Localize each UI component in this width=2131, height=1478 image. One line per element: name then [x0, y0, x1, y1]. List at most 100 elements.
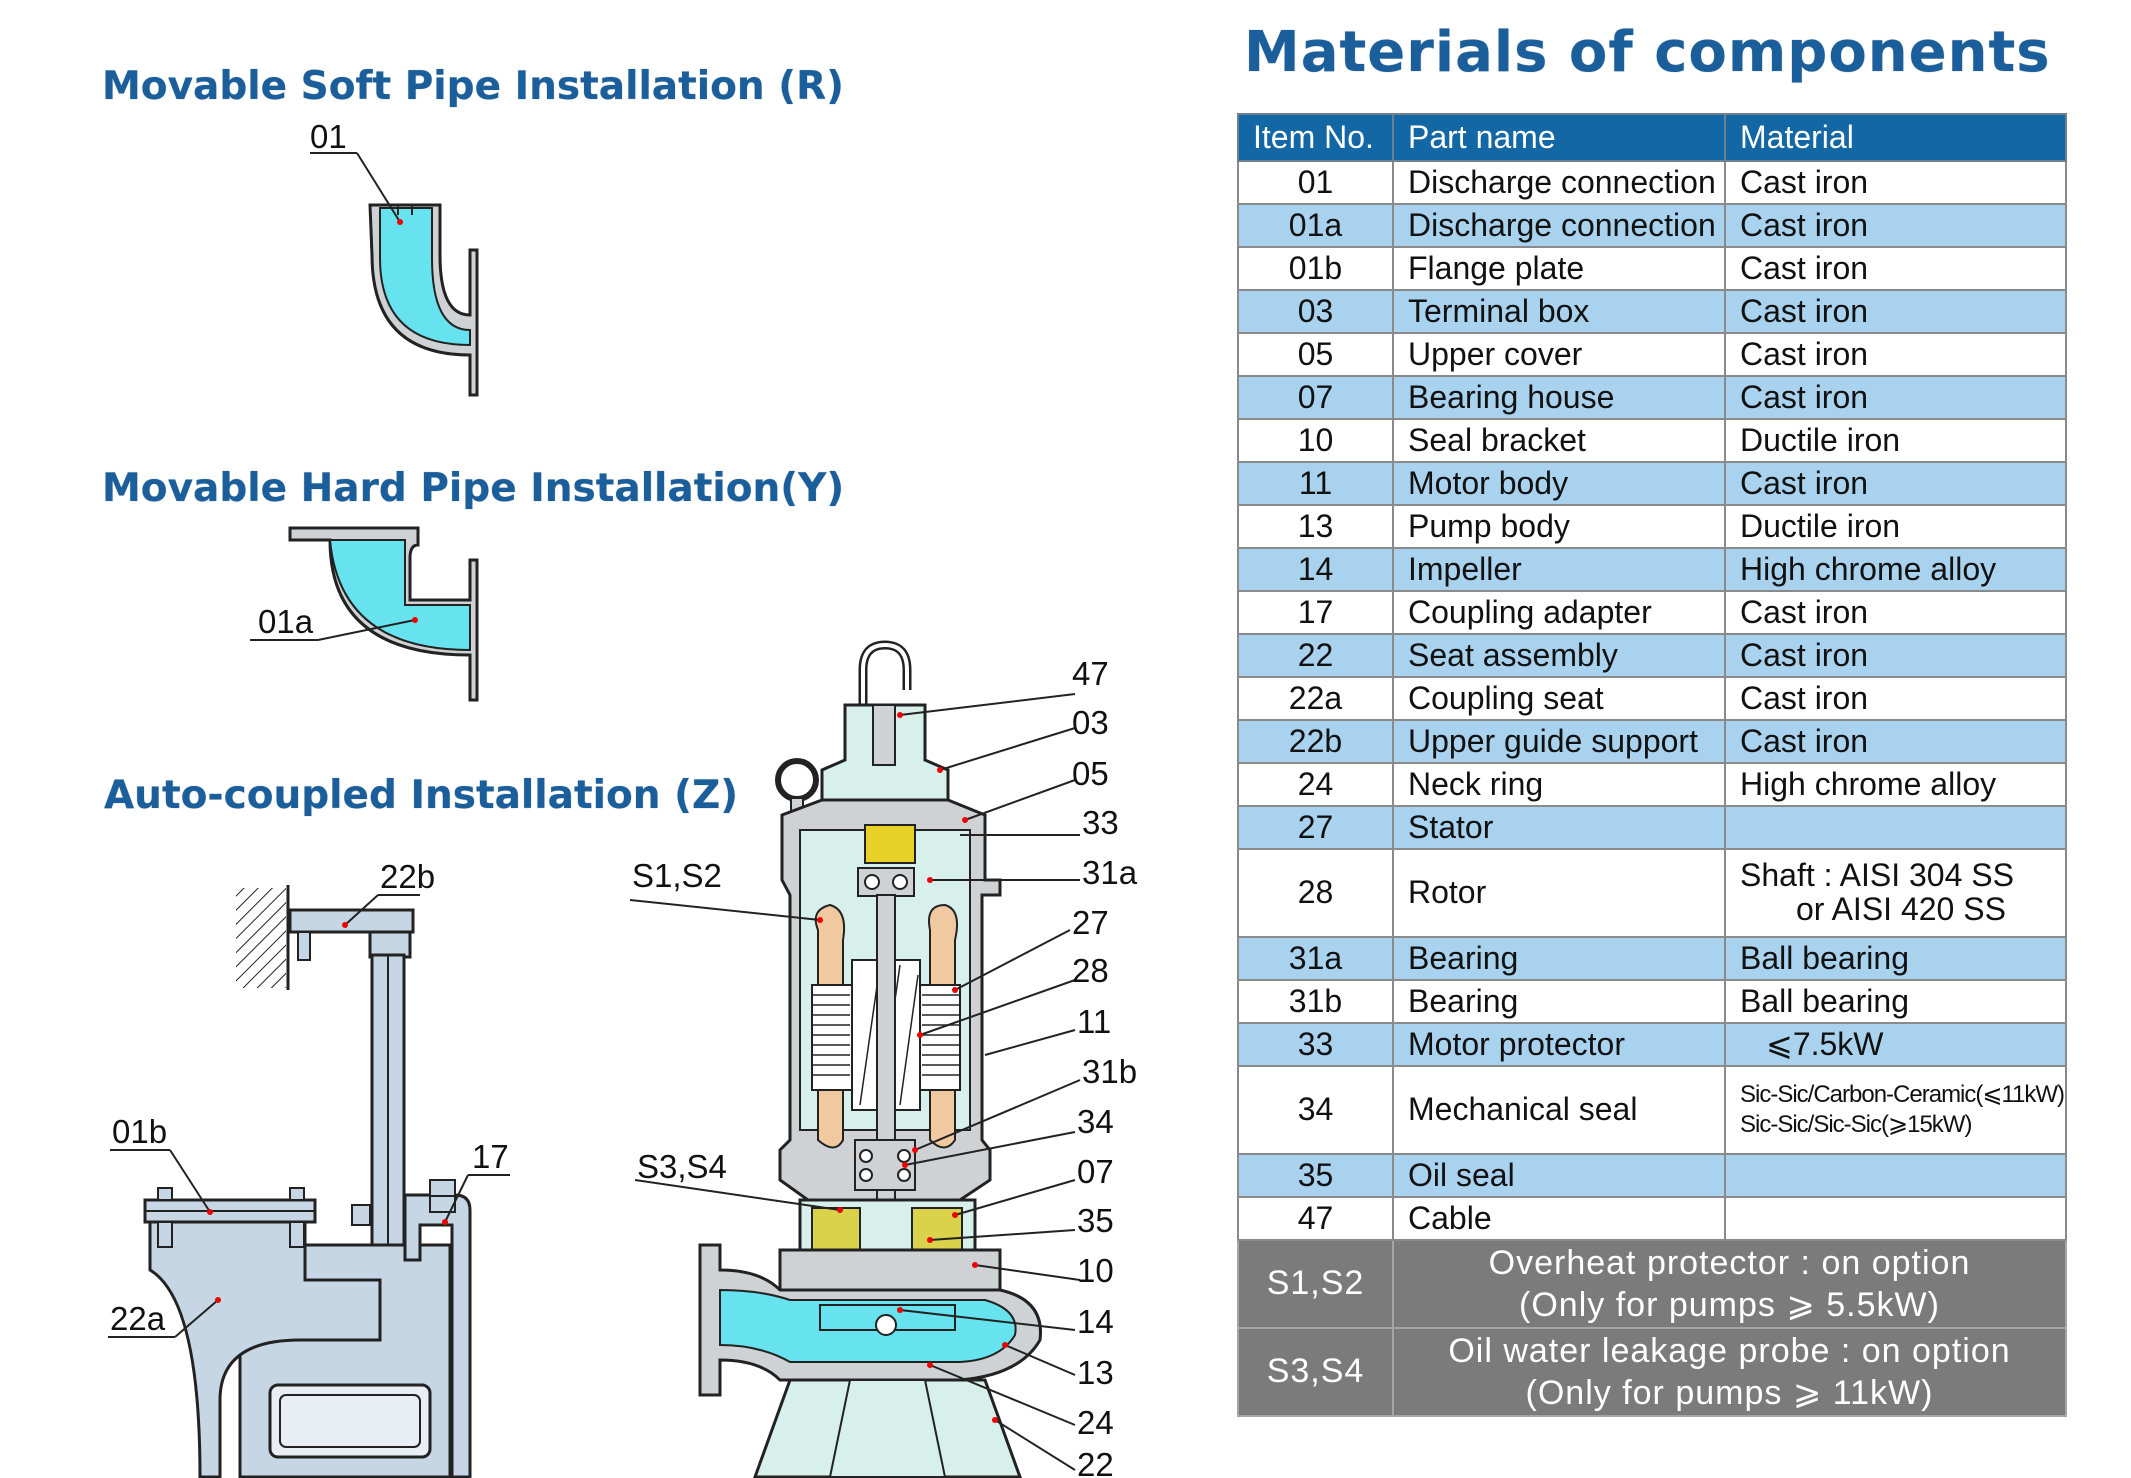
option-line: Oil water leakage probe : on option	[1448, 1331, 2011, 1370]
material-cell: ⩽7.5kW	[1724, 1022, 2067, 1067]
item-no-cell: 33	[1237, 1022, 1394, 1067]
material-cell	[1724, 805, 2067, 850]
label-10: 10	[1077, 1252, 1114, 1289]
material-line: or AISI 420 SS	[1796, 891, 2006, 927]
label-22b: 22b	[380, 858, 435, 895]
item-no-cell: 22a	[1237, 676, 1394, 721]
label-47: 47	[1072, 655, 1109, 692]
label-03: 03	[1072, 704, 1109, 741]
part-name-cell: Oil seal	[1392, 1153, 1726, 1198]
soft-pipe-elbow	[310, 152, 479, 397]
soft-pipe-heading: Movable Soft Pipe Installation (R)	[102, 64, 844, 109]
label-27: 27	[1072, 904, 1109, 941]
table-row: 22 Seat assembly Cast iron	[1237, 633, 2067, 678]
item-no-cell: 17	[1237, 590, 1394, 635]
option-desc-cell: Overheat protector : on option (Only for…	[1392, 1239, 2067, 1329]
part-name-cell: Flange plate	[1392, 246, 1726, 291]
item-no-cell: 31a	[1237, 936, 1394, 981]
item-no-cell: 22b	[1237, 719, 1394, 764]
item-no-cell: 13	[1237, 504, 1394, 549]
item-no-cell: 24	[1237, 762, 1394, 807]
table-row: 28 Rotor Shaft : AISI 304 SS or AISI 420…	[1237, 848, 2067, 938]
table-row: 24 Neck ring High chrome alloy	[1237, 762, 2067, 807]
label-11: 11	[1077, 1003, 1111, 1040]
header-material: Material	[1724, 113, 2067, 162]
part-name-cell: Bearing	[1392, 979, 1726, 1024]
item-no-cell: 14	[1237, 547, 1394, 592]
part-name-cell: Motor body	[1392, 461, 1726, 506]
table-row: 34 Mechanical seal Sic-Sic/Carbon-Cerami…	[1237, 1065, 2067, 1155]
material-cell: High chrome alloy	[1724, 762, 2067, 807]
table-row: 14 Impeller High chrome alloy	[1237, 547, 2067, 592]
material-cell: High chrome alloy	[1724, 547, 2067, 592]
table-row: 47 Cable	[1237, 1196, 2067, 1241]
label-22a: 22a	[110, 1300, 166, 1337]
table-header-row: Item No. Part name Material	[1237, 113, 2067, 162]
table-row: 01a Discharge connection Cast iron	[1237, 203, 2067, 248]
material-cell	[1724, 1196, 2067, 1241]
table-row: 03 Terminal box Cast iron	[1237, 289, 2067, 334]
part-name-cell: Motor protector	[1392, 1022, 1726, 1067]
table-row: 01 Discharge connection Cast iron	[1237, 160, 2067, 205]
material-cell: Cast iron	[1724, 719, 2067, 764]
label-07: 07	[1077, 1153, 1114, 1190]
label-33: 33	[1082, 804, 1119, 841]
auto-coupled-heading: Auto-coupled Installation (Z)	[104, 773, 739, 818]
label-28: 28	[1072, 952, 1109, 989]
item-no-cell: 34	[1237, 1065, 1394, 1155]
part-name-cell: Terminal box	[1392, 289, 1726, 334]
installation-diagrams: 01 01a	[108, 118, 1138, 1478]
part-name-cell: Impeller	[1392, 547, 1726, 592]
hard-pipe-elbow	[250, 526, 479, 702]
table-row: 01b Flange plate Cast iron	[1237, 246, 2067, 291]
part-name-cell: Discharge connection	[1392, 160, 1726, 205]
material-cell: Cast iron	[1724, 332, 2067, 377]
part-name-cell: Rotor	[1392, 848, 1726, 938]
option-row: S3,S4 Oil water leakage probe : on optio…	[1237, 1327, 2067, 1417]
part-name-cell: Pump body	[1392, 504, 1726, 549]
table-row: 05 Upper cover Cast iron	[1237, 332, 2067, 377]
label-13: 13	[1077, 1354, 1114, 1391]
item-no-cell: 05	[1237, 332, 1394, 377]
table-row: 17 Coupling adapter Cast iron	[1237, 590, 2067, 635]
material-cell: Cast iron	[1724, 246, 2067, 291]
item-no-cell: 35	[1237, 1153, 1394, 1198]
table-row: 33 Motor protector ⩽7.5kW	[1237, 1022, 2067, 1067]
header-part-name: Part name	[1392, 113, 1726, 162]
table-row: 35 Oil seal	[1237, 1153, 2067, 1198]
table-row: 07 Bearing house Cast iron	[1237, 375, 2067, 420]
table-row: 10 Seal bracket Ductile iron	[1237, 418, 2067, 463]
option-line: (Only for pumps ⩾ 11kW)	[1525, 1374, 1934, 1412]
material-cell: Shaft : AISI 304 SS or AISI 420 SS	[1724, 848, 2067, 938]
option-no-cell: S3,S4	[1237, 1327, 1394, 1417]
label-01: 01	[310, 118, 347, 155]
part-name-cell: Coupling seat	[1392, 676, 1726, 721]
material-cell: Cast iron	[1724, 461, 2067, 506]
label-14: 14	[1077, 1303, 1114, 1340]
material-cell: Cast iron	[1724, 289, 2067, 334]
material-line: Shaft : AISI 304 SS	[1740, 857, 2014, 894]
material-cell: Ball bearing	[1724, 979, 2067, 1024]
part-name-cell: Upper guide support	[1392, 719, 1726, 764]
label-17: 17	[472, 1138, 509, 1175]
item-no-cell: 01a	[1237, 203, 1394, 248]
hard-pipe-heading: Movable Hard Pipe Installation(Y)	[102, 466, 845, 511]
option-desc-cell: Oil water leakage probe : on option (Onl…	[1392, 1327, 2067, 1417]
option-line: Overheat protector : on option	[1488, 1243, 1971, 1282]
auto-coupled-assembly	[108, 885, 510, 1478]
material-cell: Sic-Sic/Carbon-Ceramic(⩽11kW) Sic-Sic/Si…	[1724, 1065, 2067, 1155]
material-cell: Cast iron	[1724, 375, 2067, 420]
item-no-cell: 27	[1237, 805, 1394, 850]
materials-table: Item No. Part name Material 01 Discharge…	[1237, 113, 2067, 1417]
material-cell: Cast iron	[1724, 676, 2067, 721]
part-name-cell: Coupling adapter	[1392, 590, 1726, 635]
label-31a: 31a	[1082, 854, 1138, 891]
table-row: 22a Coupling seat Cast iron	[1237, 676, 2067, 721]
page-title: Materials of components	[1244, 20, 2051, 85]
material-cell: Cast iron	[1724, 203, 2067, 248]
material-cell: Ductile iron	[1724, 504, 2067, 549]
label-24: 24	[1077, 1404, 1114, 1441]
label-01a: 01a	[258, 603, 314, 640]
part-name-cell: Upper cover	[1392, 332, 1726, 377]
label-35: 35	[1077, 1202, 1114, 1239]
